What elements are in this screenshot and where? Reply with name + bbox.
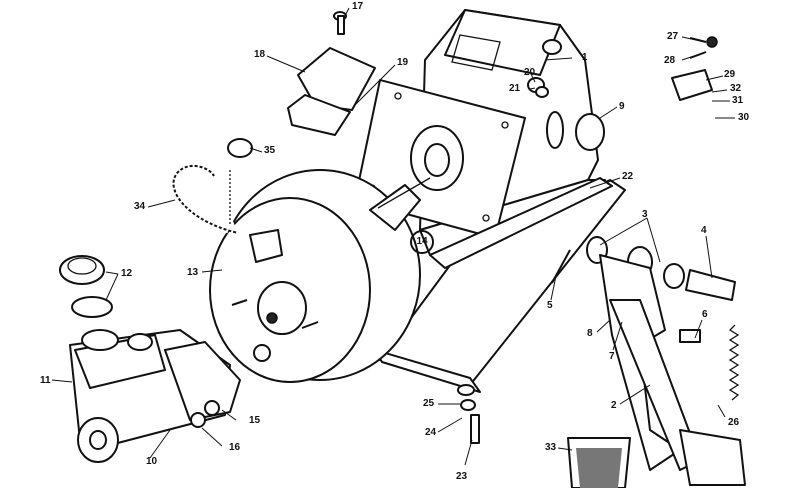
callout-9: 9 — [619, 101, 625, 112]
bolt-stack — [457, 384, 480, 444]
callout-6: 6 — [702, 309, 708, 320]
callout-20: 20 — [524, 67, 536, 78]
callout-14: 14 — [410, 230, 434, 254]
callout-23: 23 — [456, 471, 468, 482]
callout-3: 3 — [642, 209, 648, 220]
bolt-17 — [333, 11, 347, 35]
callout-11: 11 — [40, 375, 51, 386]
callout-28: 28 — [664, 55, 676, 66]
callout-33: 33 — [545, 442, 557, 453]
pin-5 — [551, 249, 571, 284]
callout-21: 21 — [509, 83, 521, 94]
callout-18: 18 — [254, 49, 266, 60]
callout-35: 35 — [264, 145, 276, 156]
grommet-9 — [575, 113, 605, 151]
nuts-20-21 — [527, 77, 549, 98]
callout-25: 25 — [423, 398, 435, 409]
callout-5: 5 — [547, 300, 553, 311]
callout-17: 17 — [352, 1, 364, 12]
callout-22: 22 — [622, 171, 634, 182]
brake-servo — [209, 169, 431, 383]
hose-clip — [227, 138, 253, 158]
callout-27: 27 — [667, 31, 679, 42]
bracket-22 — [374, 177, 613, 393]
return-spring — [728, 324, 740, 401]
pedal-pad — [567, 437, 631, 488]
callout-15: 15 — [249, 415, 261, 426]
vacuum-hose — [170, 162, 239, 236]
reservoir-cover — [287, 47, 376, 136]
callout-1: 1 — [582, 52, 588, 63]
callout-29: 29 — [724, 69, 736, 80]
stop-light-switch — [671, 36, 718, 101]
master-cylinder — [69, 329, 241, 463]
brake-pedal — [586, 236, 746, 486]
callout-16: 16 — [229, 442, 241, 453]
callout-24: 24 — [425, 427, 437, 438]
callout-13: 13 — [187, 267, 199, 278]
callout-31: 31 — [732, 95, 744, 106]
callout-4: 4 — [701, 225, 707, 236]
callout-2: 2 — [611, 400, 617, 411]
callout-10: 10 — [146, 456, 158, 467]
callout-26: 26 — [728, 417, 740, 428]
callout-12: 12 — [121, 268, 133, 279]
callout-19: 19 — [397, 57, 409, 68]
reservoir-cap — [59, 255, 113, 318]
callout-34: 34 — [134, 201, 146, 212]
callout-30: 30 — [738, 112, 750, 123]
callout-32: 32 — [730, 83, 742, 94]
callout-7: 7 — [609, 351, 615, 362]
callout-8: 8 — [587, 328, 593, 339]
leader-lines — [51, 7, 735, 466]
